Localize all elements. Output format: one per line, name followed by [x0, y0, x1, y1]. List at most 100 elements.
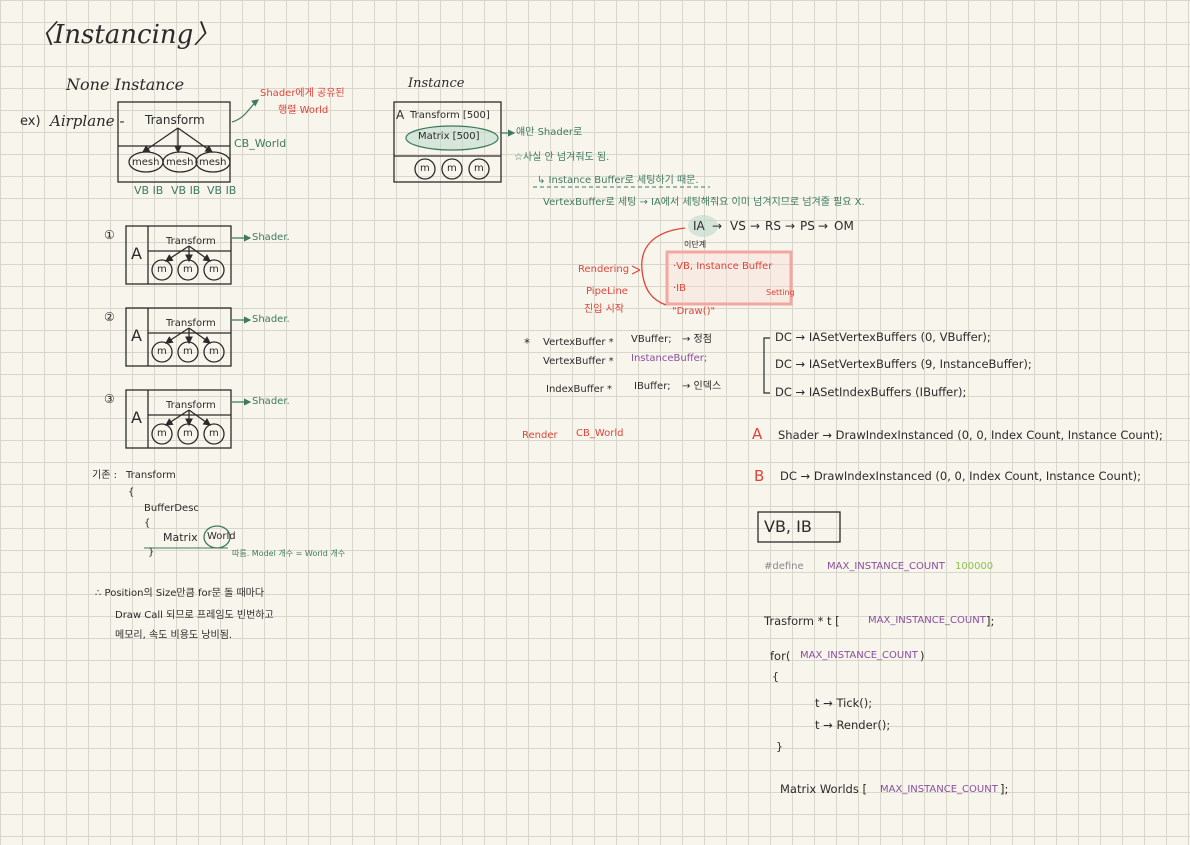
item-a-label: A [131, 244, 142, 263]
m-label: m [157, 264, 167, 275]
decl-name: InstanceBuffer; [631, 353, 708, 364]
instance-shader-note: 얘만 Shader로 [516, 127, 583, 138]
item-shader: Shader. [252, 232, 290, 243]
brace-close: } [776, 740, 783, 753]
m-label: m [183, 346, 193, 357]
for-a: for( [770, 649, 791, 663]
for-c: ) [920, 649, 925, 663]
transform-label: Transform [145, 113, 205, 127]
pipeline-ps: PS [800, 219, 815, 233]
brace-open: { [772, 670, 779, 683]
b-draw-label: B [754, 467, 765, 485]
item-shader: Shader. [252, 396, 290, 407]
m-label: m [209, 346, 219, 357]
pipeline-rs: RS [765, 219, 781, 233]
item-number: ③ [104, 392, 115, 406]
pipeline-arrow: → [785, 219, 796, 233]
shader-note: Shader에게 공유된 [260, 88, 345, 99]
dc-line: DC → IASetVertexBuffers (9, InstanceBuff… [775, 357, 1032, 371]
conclusion-line: 메모리, 속도 비용도 낭비됨. [115, 630, 233, 641]
code-brace: } [148, 547, 155, 558]
define-kw: #define [764, 561, 804, 572]
decl-star: * [524, 336, 530, 350]
airplane-label: Airplane - [50, 112, 125, 130]
instance-a-label: A [396, 108, 405, 122]
code-world: World [207, 531, 236, 542]
matrix-decl-c: ]; [1000, 782, 1009, 796]
airplane-diagram [117, 101, 231, 183]
m-label: m [157, 346, 167, 357]
m-label: m [183, 428, 193, 439]
mesh-label: mesh [199, 157, 227, 168]
shader-note: 행렬 World [278, 105, 329, 116]
ex-label: ex) [20, 114, 41, 129]
conclusion-line: ∴ Position의 Size만큼 for문 돌 때마다 [95, 588, 265, 599]
code-brace: { [144, 518, 151, 529]
none-instance-heading: None Instance [66, 75, 185, 94]
decl-name: VBuffer; [631, 334, 672, 345]
dc-line: DC → IASetVertexBuffers (0, VBuffer); [775, 330, 991, 344]
instance-matrix: Matrix [500] [418, 131, 480, 142]
world-note: 따름. Model 개수 = World 개수 [232, 549, 346, 558]
item-transform: Transform [166, 236, 216, 247]
instance-heading: Instance [408, 76, 465, 91]
decl-type: VertexBuffer * [543, 356, 614, 367]
m-label: m [420, 163, 430, 174]
rendering-label: Rendering [578, 264, 630, 275]
pipeline-label: PipeLine [586, 286, 628, 297]
pipeline-arrow: → [818, 219, 829, 233]
item-shader: Shader. [252, 314, 290, 325]
mesh-label: mesh [166, 157, 194, 168]
vbib-box-label: VB, IB [764, 517, 812, 536]
pipeline-vs: VS [730, 219, 746, 233]
m-label: m [183, 264, 193, 275]
item-transform: Transform [166, 400, 216, 411]
code-label: 기존 : [92, 470, 117, 481]
define-val: 100000 [955, 561, 994, 572]
vbib-label: VB IB [171, 184, 201, 197]
decl-note: → 인덱스 [682, 381, 722, 392]
setting-item: ·VB, Instance Buffer [673, 261, 773, 272]
code-brace: { [128, 487, 135, 498]
pipeline-ia: IA [693, 219, 705, 233]
vbib-label: VB IB [207, 184, 237, 197]
tick-line: t → Tick(); [815, 696, 873, 710]
define-name: MAX_INSTANCE_COUNT [827, 561, 945, 572]
vbib-label: VB IB [134, 184, 164, 197]
instance-diagram [393, 101, 502, 183]
mesh-label: mesh [132, 157, 160, 168]
for-b: MAX_INSTANCE_COUNT [800, 650, 918, 661]
pipeline-om: OM [834, 219, 854, 233]
render-line: t → Render(); [815, 718, 891, 732]
decl-type: VertexBuffer * [543, 337, 614, 348]
decl-type: IndexBuffer * [546, 384, 613, 395]
code-bufferdesc: BufferDesc [144, 503, 199, 514]
decl-name: IBuffer; [634, 381, 671, 392]
star-note: ☆사실 안 넘겨줘도 됨. [514, 152, 610, 163]
instance-transform: Transform [500] [410, 110, 490, 121]
a-draw-label: A [752, 425, 763, 443]
conclusion-line: Draw Call 되므로 프레임도 빈번하고 [115, 610, 274, 621]
trasform-decl-b: MAX_INSTANCE_COUNT [868, 615, 986, 626]
entry-label: 진입 시작 [584, 304, 624, 315]
m-label: m [447, 163, 457, 174]
vb-note: VertexBuffer로 세팅 → IA에서 세팅해줘요 이미 넘겨지므로 넘… [543, 197, 865, 208]
page-title: 〈Instancing〉 [28, 20, 220, 50]
trasform-decl-c: ]; [986, 614, 995, 628]
arrow-note: ↳ Instance Buffer로 세팅하기 때문. [537, 175, 699, 186]
draw-label: "Draw()" [672, 306, 716, 317]
item-transform: Transform [166, 318, 216, 329]
item-number: ① [104, 228, 115, 242]
pipeline-arrow: → [712, 219, 723, 233]
cb-world-word: CB_World [576, 428, 624, 439]
item-a-label: A [131, 408, 142, 427]
trasform-decl-a: Trasform * t [ [764, 614, 840, 628]
setting-label: Setting [766, 288, 795, 297]
ia-note: 이단계 [684, 240, 707, 249]
render-word: Render [522, 430, 558, 441]
m-label: m [157, 428, 167, 439]
setting-item: ·IB [673, 283, 686, 294]
m-label: m [474, 163, 484, 174]
item-a-label: A [131, 326, 142, 345]
